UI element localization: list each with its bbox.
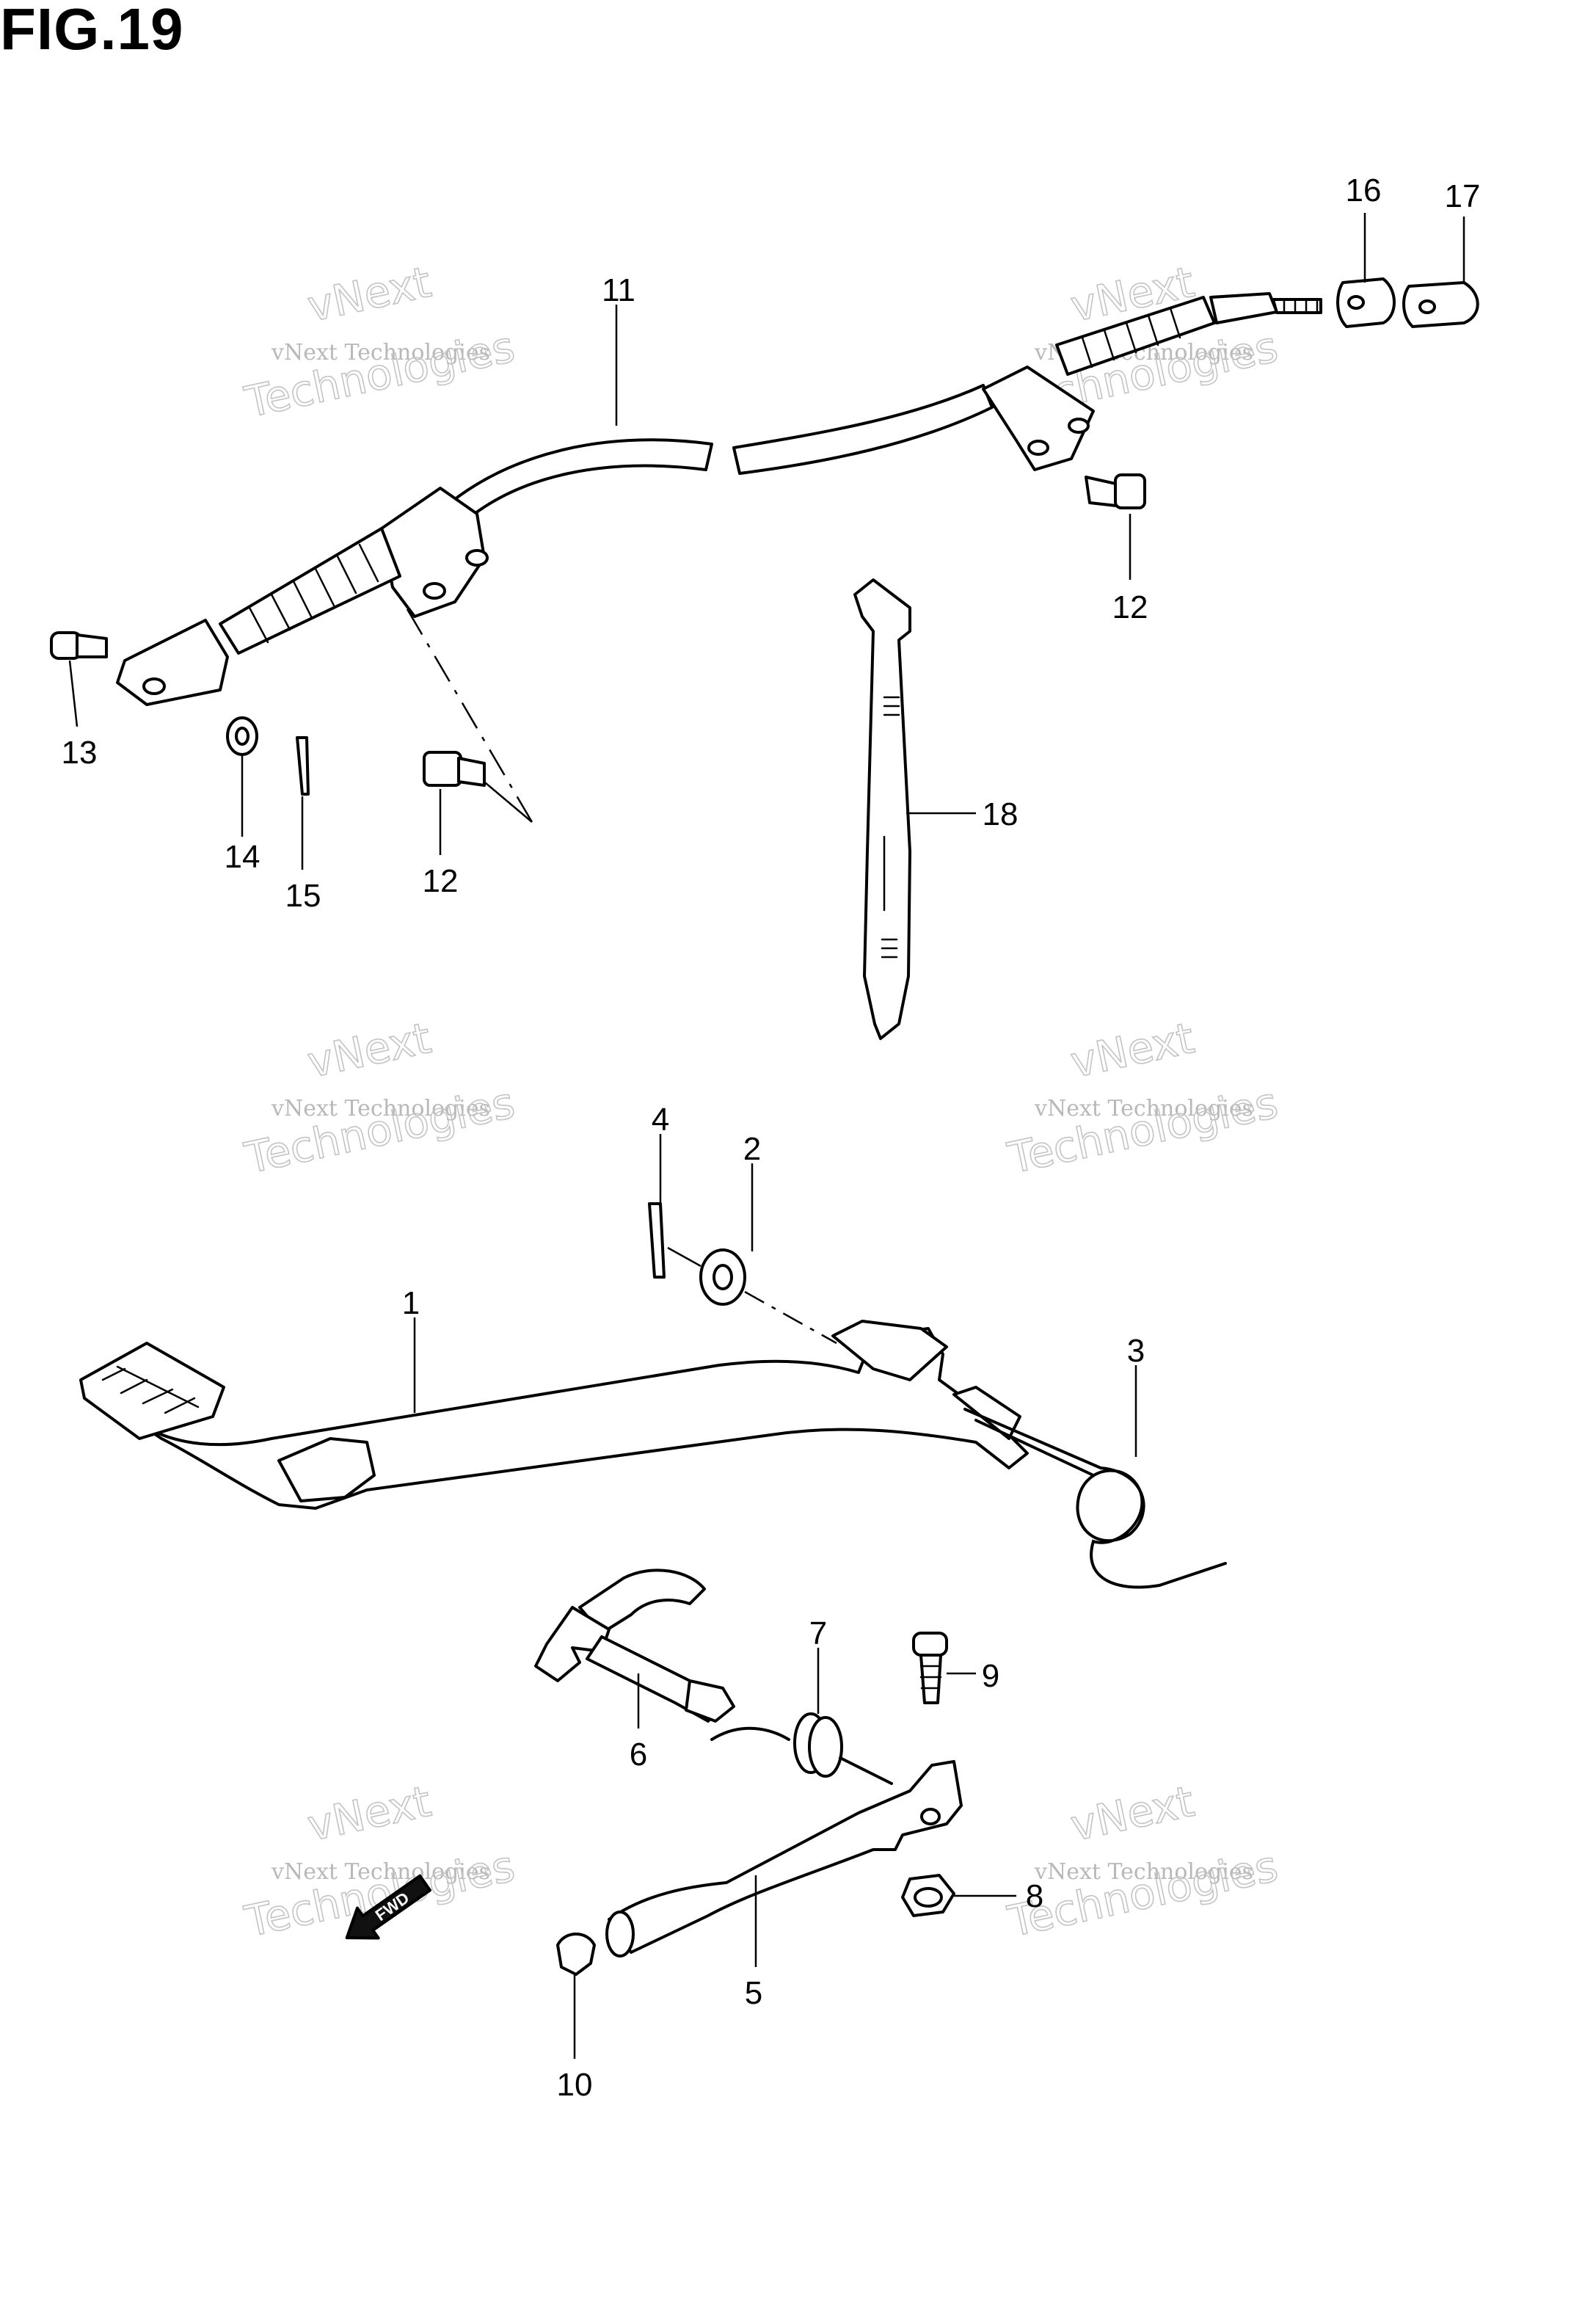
part-17-adjuster-nut: [1402, 281, 1479, 328]
callout-13: 13: [62, 735, 98, 771]
watermark-line2: vNext: [1066, 1776, 1198, 1851]
part-16-end-cap: [1336, 277, 1396, 328]
part-12-bolt-lower: [423, 751, 486, 787]
part-4-cotter-pin: [648, 1202, 666, 1279]
callout-12-lower: 12: [423, 863, 459, 899]
callout-3: 3: [1127, 1333, 1145, 1369]
callout-5: 5: [745, 1975, 762, 2011]
callout-7: 7: [809, 1615, 827, 1651]
callout-labels: 11 12 12 13 14 15 16 17 18 1 2 3 4 5 6 7…: [62, 172, 1481, 2103]
watermark-line3: Technologies: [241, 321, 520, 427]
callout-17: 17: [1445, 178, 1481, 214]
part-6-pivot-shaft: [534, 1568, 735, 1723]
callout-15: 15: [285, 878, 321, 914]
watermark-line1: vNext Technologies: [271, 1096, 490, 1122]
callout-8: 8: [1026, 1878, 1043, 1914]
watermark: vNext vNext Technologies Technologies: [1003, 1775, 1283, 1947]
callout-12-upper: 12: [1112, 589, 1148, 625]
watermark-line2: vNext: [303, 1776, 435, 1851]
watermark-line1: vNext Technologies: [1034, 1859, 1253, 1885]
callout-14: 14: [225, 839, 260, 875]
watermark-line3: Technologies: [1004, 1077, 1283, 1183]
callout-9: 9: [982, 1658, 999, 1694]
part-3-return-spring: [963, 1408, 1227, 1589]
watermark-line3: Technologies: [241, 1841, 520, 1946]
part-9-screw: [912, 1632, 948, 1704]
watermark-line3: Technologies: [1004, 1841, 1283, 1946]
part-2-washer: [667, 1246, 837, 1345]
part-18-cable-tie: [853, 578, 911, 1040]
watermark: vNext vNext Technologies Technologies: [1003, 1012, 1283, 1184]
part-5-lever: [605, 1760, 963, 1957]
watermark-line2: vNext: [303, 257, 435, 332]
watermark-line1: vNext Technologies: [1034, 1096, 1253, 1122]
part-1-brake-pedal: [79, 1320, 1029, 1510]
callout-16: 16: [1346, 172, 1382, 208]
watermark-line2: vNext: [303, 1013, 435, 1088]
part-8-flange-nut: [901, 1874, 955, 1917]
part-11-brake-cable: [116, 292, 1322, 823]
watermark-line1: vNext Technologies: [271, 1859, 490, 1885]
watermark-line2: vNext: [1066, 1013, 1198, 1088]
callout-4: 4: [652, 1102, 669, 1138]
callout-10: 10: [557, 2067, 593, 2103]
figure-title: FIG.19: [0, 0, 184, 62]
callout-18: 18: [983, 796, 1019, 832]
callout-1: 1: [402, 1285, 420, 1321]
watermark-line1: vNext Technologies: [271, 340, 490, 366]
watermark: vNext vNext Technologies Technologies: [240, 1012, 520, 1184]
callout-11: 11: [602, 272, 635, 308]
leader-lines: [68, 213, 1465, 2059]
callout-6: 6: [630, 1737, 647, 1773]
part-12-bolt-upper: [1085, 473, 1146, 509]
callout-2: 2: [743, 1131, 761, 1167]
part-15-cotter-pin: [296, 736, 310, 796]
part-13-clevis-pin: [50, 631, 108, 660]
part-10-stopper: [556, 1933, 596, 1976]
part-14-washer: [226, 716, 258, 756]
watermark-line3: Technologies: [241, 1077, 520, 1183]
watermark: vNext vNext Technologies Technologies: [240, 256, 520, 428]
part-7-spring: [710, 1712, 893, 1785]
